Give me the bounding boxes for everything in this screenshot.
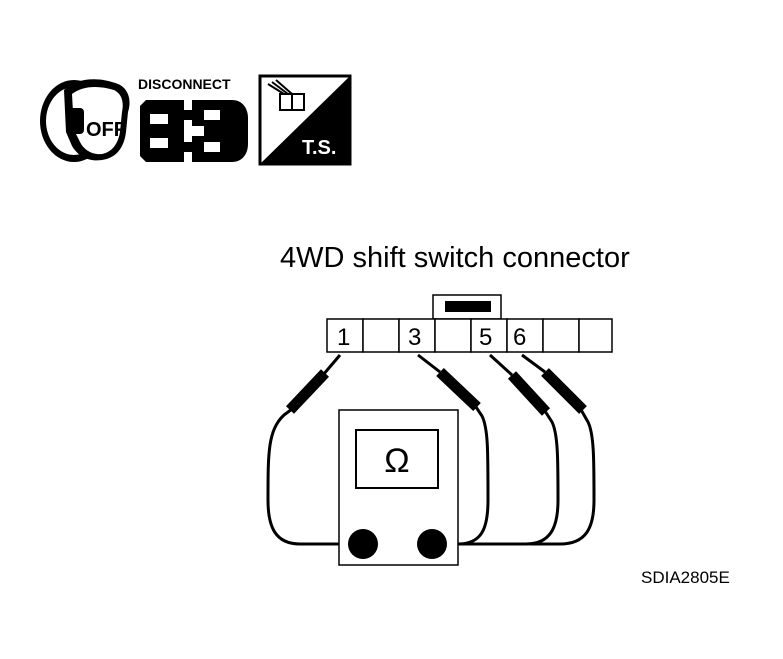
probe-leads	[266, 353, 596, 546]
probe-tip-6	[541, 368, 587, 414]
diagram-title: 4WD shift switch connector	[280, 242, 630, 274]
procedure-icons: OFF DISCONNECT T.S.	[40, 74, 352, 166]
probe-tips	[286, 368, 587, 416]
trouble-shooting-icon: T.S.	[258, 74, 352, 166]
lead-terminal-3	[417, 353, 490, 546]
terminal-cell	[398, 318, 436, 353]
lead-terminal-5	[458, 353, 560, 546]
ignition-off-icon: OFF	[40, 79, 130, 162]
figure-code: SDIA2805E	[641, 568, 730, 587]
terminal-cell	[578, 318, 613, 353]
probe-tip-5	[507, 371, 551, 416]
ohmmeter-display	[355, 429, 439, 489]
connector-lock-bar	[445, 301, 491, 312]
disconnect-icon: DISCONNECT	[138, 76, 248, 162]
procedure-icon-row: OFF DISCONNECT T.S.	[36, 70, 356, 170]
terminal-label-1: 1	[337, 324, 350, 351]
terminal-cell	[470, 318, 508, 353]
terminal-cell	[542, 318, 580, 353]
ohmmeter-terminal-right	[417, 529, 447, 559]
ohm-symbol: Ω	[384, 442, 409, 480]
ohmmeter: Ω	[338, 409, 459, 566]
ts-label: T.S.	[302, 137, 336, 159]
terminal-label-3: 3	[408, 324, 421, 351]
lead-terminal-6	[521, 353, 596, 546]
terminal-cell	[434, 318, 472, 353]
ohmmeter-terminal-left	[348, 529, 378, 559]
lead-terminal-1	[266, 354, 363, 546]
disconnect-label: DISCONNECT	[138, 76, 231, 92]
terminal-label-5: 5	[479, 324, 492, 351]
connector-body	[326, 318, 613, 353]
probe-tip-3	[436, 368, 481, 411]
probe-tip-1	[286, 369, 329, 414]
terminal-label-6: 6	[513, 324, 526, 351]
key-off-label: OFF	[86, 119, 126, 141]
terminal-cell	[326, 318, 364, 353]
terminal-cell	[362, 318, 400, 353]
